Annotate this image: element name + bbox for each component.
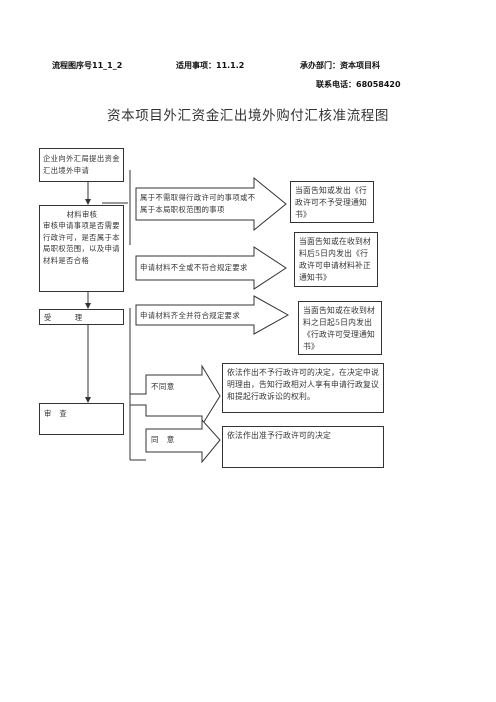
accept-box: 受 理 [39, 309, 124, 325]
material-review-heading: 材料审核 [66, 210, 98, 219]
apply-text: 企业向外汇局提出资金汇出境外申请 [43, 154, 120, 175]
contact-phone: 联系电话：68058420 [316, 80, 401, 89]
flowchart-number: 流程图序号11_1_2 [52, 61, 123, 70]
handling-department: 承办部门：资本项目科 [300, 61, 380, 70]
result-supplement-notice: 当面告知或在收到材料后5日内发出《行政许可申请材料补正通知书》 [294, 232, 378, 287]
label-materials-incomplete: 申请材料不全或不符合规定要求 [140, 263, 248, 272]
label-agree: 同 意 [151, 435, 175, 444]
applicable-matter: 适用事项：11.1.2 [176, 61, 245, 70]
accept-text: 受 理 [44, 313, 83, 322]
examine-box: 审 查 [39, 403, 124, 435]
label-materials-complete: 申请材料齐全并符合规定要求 [140, 311, 241, 320]
result-denial-decision: 依法作出不予行政许可的决定，在决定中说明理由，告知行政相对人享有申请行政复议和提… [222, 363, 384, 413]
label-not-require-permit: 属于不需取得行政许可的事项或不属于本局职权范围的事项 [140, 193, 256, 214]
arrow-not-require-permit [135, 176, 287, 232]
result-not-accepted: 当面告知或发出《行政许可不予受理通知书》 [290, 181, 374, 223]
result-approval-decision: 依法作出准予行政许可的决定 [222, 426, 384, 468]
arrow-materials-incomplete [135, 246, 287, 290]
arrow-disagree [129, 364, 221, 427]
label-disagree: 不同意 [151, 382, 175, 391]
apply-box: 企业向外汇局提出资金汇出境外申请 [39, 148, 124, 182]
page-title: 资本项目外汇资金汇出境外购付汇核准流程图 [107, 108, 389, 124]
material-review-text: 审核申请事项是否需要行政许可，是否属于本局职权范围，以及申请材料是否合格 [43, 221, 120, 265]
result-accepted-notice: 当面告知或在收到材料之日起5日内发出《行政许可受理通知书》 [298, 301, 382, 355]
arrow-materials-complete [135, 295, 290, 335]
arrow-agree [145, 418, 221, 464]
examine-text: 审 查 [44, 409, 68, 418]
material-review-box: 材料审核 审核申请事项是否需要行政许可，是否属于本局职权范围，以及申请材料是否合… [39, 205, 124, 292]
